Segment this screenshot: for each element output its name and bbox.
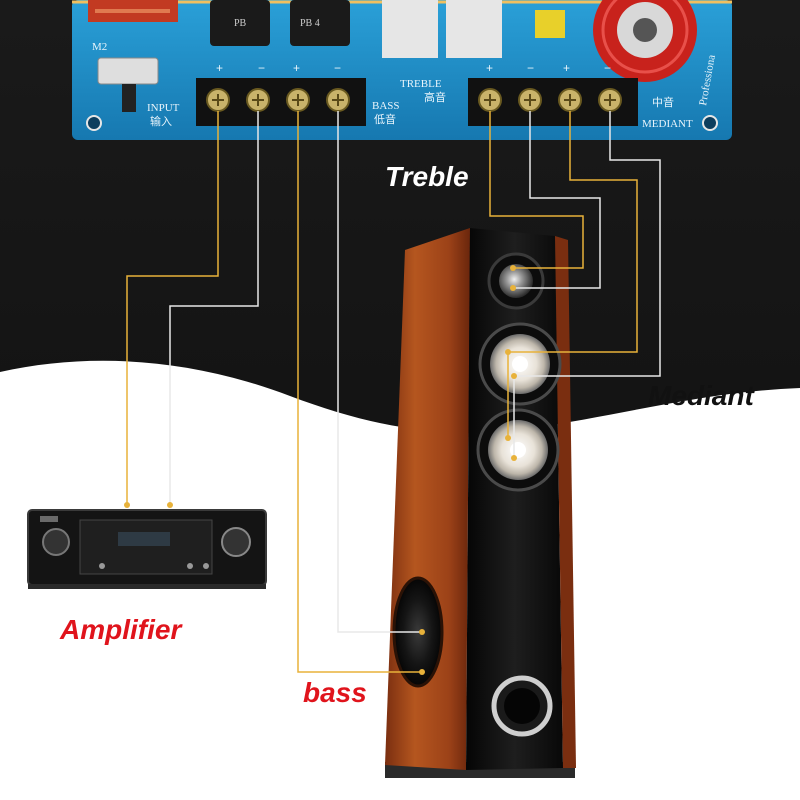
label-amplifier: Amplifier — [59, 614, 183, 645]
label-bass: bass — [303, 677, 367, 708]
polarity-mark: + — [563, 61, 570, 75]
pcb-label-m2: M2 — [92, 41, 107, 53]
wire-bass-minus — [337, 111, 422, 633]
coil-winding — [601, 0, 689, 74]
amplifier-button — [99, 563, 105, 569]
relay-box — [382, 0, 438, 58]
pcb-label-mediant-cn: 中音 — [652, 95, 674, 109]
amplifier-button — [187, 563, 193, 569]
polarity-mark: − — [258, 61, 265, 75]
amplifier-button — [203, 563, 209, 569]
wire-amp-minus — [169, 111, 259, 505]
wire-endpoint — [419, 629, 425, 635]
pcb-label-input-cn: 输入 — [150, 114, 172, 128]
polarity-mark: + — [216, 61, 223, 75]
amplifier-knob-right — [221, 527, 251, 557]
wire-endpoint — [419, 669, 425, 675]
wire-mediant-plus — [507, 111, 638, 438]
pcb-label-bass: BASS — [372, 100, 400, 112]
label-treble: Treble — [385, 161, 469, 192]
wire-treble-plus — [489, 111, 584, 269]
wire-treble-minus — [513, 111, 601, 289]
mounting-hole — [86, 115, 102, 131]
amplifier-base — [28, 584, 266, 589]
pcb-label-bass-cn: 低音 — [374, 112, 396, 126]
switch-knob — [122, 84, 136, 112]
capacitor-label: PB — [234, 18, 247, 29]
pcb-label-mediant: MEDIANT — [642, 118, 693, 130]
wires-mediant — [505, 111, 661, 461]
label-mediant: Mediant — [648, 380, 755, 411]
polarity-mark: − — [527, 61, 534, 75]
amplifier-unit — [27, 509, 267, 589]
wire-bass-plus — [297, 111, 422, 673]
mounting-hole — [702, 115, 718, 131]
wire-mediant-minus — [513, 111, 661, 458]
wire-endpoint — [167, 502, 173, 508]
pcb-label-input: INPUT — [147, 102, 180, 114]
wire-endpoint — [505, 435, 511, 441]
selector-switch — [97, 57, 159, 85]
port-opening — [504, 688, 540, 724]
wire-endpoint — [510, 285, 516, 291]
relay-box — [446, 0, 502, 58]
wires-bass — [297, 111, 425, 675]
wire-endpoint — [511, 455, 517, 461]
wire-endpoint — [124, 502, 130, 508]
film-capacitor — [535, 10, 565, 38]
mid-driver-1-dust-cap — [512, 356, 528, 372]
wire-amp-plus — [126, 111, 219, 505]
polarity-mark: − — [334, 61, 341, 75]
coil-center — [633, 18, 657, 42]
amplifier-badge — [40, 516, 58, 522]
polarity-mark: + — [486, 61, 493, 75]
wires-amplifier — [124, 111, 259, 508]
capacitor-label: PB 4 — [300, 18, 320, 29]
tweeter-driver — [499, 264, 533, 298]
screw-slots — [212, 94, 616, 106]
terminal-screws — [206, 88, 622, 112]
floor-speaker — [385, 228, 576, 778]
capacitor — [290, 0, 350, 46]
polarity-mark: − — [604, 61, 611, 75]
wires-treble — [489, 111, 601, 291]
amplifier-display — [118, 532, 170, 546]
wire-endpoint — [510, 265, 516, 271]
capacitor — [210, 0, 270, 46]
wire-endpoint — [505, 349, 511, 355]
amplifier-knob-left — [42, 528, 70, 556]
pcb-label-treble-cn: 高音 — [424, 90, 446, 104]
pcb-label-treble: TREBLE — [400, 78, 442, 90]
crossover-board: PB PB 4 M2 Professiona INPUT 输入 BASS 低音 … — [72, 0, 732, 140]
wire-endpoint — [511, 373, 517, 379]
polarity-mark: + — [293, 61, 300, 75]
